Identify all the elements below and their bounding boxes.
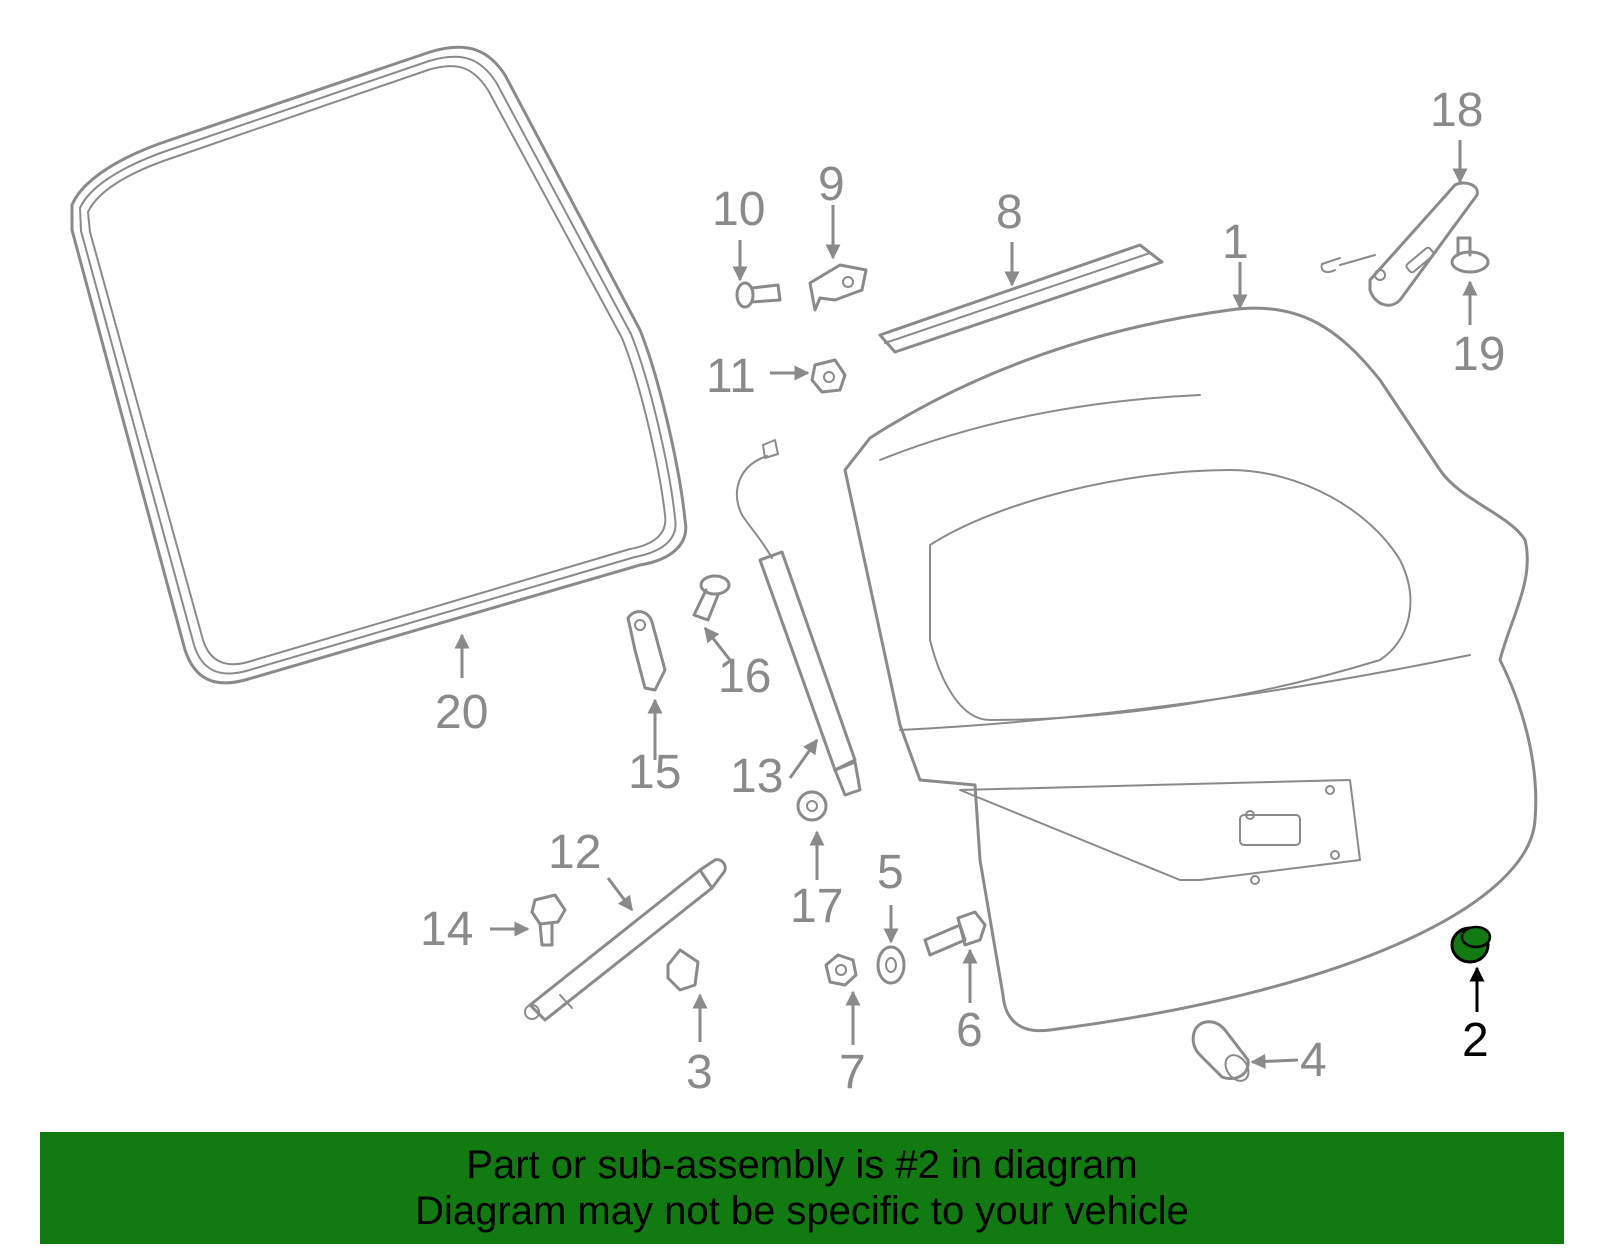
callout-8: 8 xyxy=(996,186,1023,239)
callout-18: 18 xyxy=(1430,84,1483,137)
info-banner: Part or sub-assembly is #2 in diagram Di… xyxy=(40,1132,1564,1244)
callout-9: 9 xyxy=(818,158,845,211)
tailgate-panel xyxy=(843,306,1538,1033)
latch-bracket xyxy=(808,263,868,312)
gas-strut-12 xyxy=(524,858,727,1022)
callout-10: 10 xyxy=(712,183,765,236)
callout-3: 3 xyxy=(686,1046,713,1099)
clip-14 xyxy=(530,893,567,947)
callout-6: 6 xyxy=(956,1004,983,1057)
bolt-6 xyxy=(923,910,987,957)
callout-13: 13 xyxy=(730,750,783,803)
callout-11: 11 xyxy=(706,350,756,403)
banner-line-disclaimer: Diagram may not be specific to your vehi… xyxy=(415,1189,1189,1233)
bolt-10 xyxy=(735,281,782,309)
gas-strut-13 xyxy=(736,439,862,797)
washer-5 xyxy=(876,945,906,985)
callout-16: 16 xyxy=(718,650,771,703)
callout-20: 20 xyxy=(435,686,488,739)
fastener-3 xyxy=(666,948,700,992)
spoiler-strip xyxy=(878,243,1164,354)
callout-1: 1 xyxy=(1222,216,1249,269)
leader-lines xyxy=(454,140,1485,1069)
stop-4 xyxy=(1191,1020,1250,1082)
callout-2: 2 xyxy=(1462,1014,1489,1067)
callout-17: 17 xyxy=(790,880,843,933)
washer-17 xyxy=(796,790,828,822)
brake-light xyxy=(1320,181,1479,307)
clip-19 xyxy=(1450,236,1490,274)
nut-11 xyxy=(810,358,847,394)
parts-diagram: 1 2 3 4 5 6 7 8 9 10 11 12 13 14 15 16 1… xyxy=(70,45,1538,1099)
callout-labels: 1 2 3 4 5 6 7 8 9 10 11 12 13 14 15 16 1… xyxy=(420,84,1505,1099)
callout-15: 15 xyxy=(628,746,681,799)
highlighted-part-plug xyxy=(1450,925,1492,964)
callout-5: 5 xyxy=(877,846,904,899)
hinge-15 xyxy=(626,610,667,692)
banner-line-part: Part or sub-assembly is #2 in diagram xyxy=(466,1143,1138,1187)
callout-12: 12 xyxy=(548,826,601,879)
weatherstrip-seal xyxy=(70,45,688,685)
callout-19: 19 xyxy=(1452,328,1505,381)
callout-7: 7 xyxy=(839,1046,866,1099)
callout-14: 14 xyxy=(420,903,473,956)
callout-4: 4 xyxy=(1300,1034,1327,1087)
nut-7 xyxy=(824,953,858,987)
bolt-16 xyxy=(692,574,731,622)
